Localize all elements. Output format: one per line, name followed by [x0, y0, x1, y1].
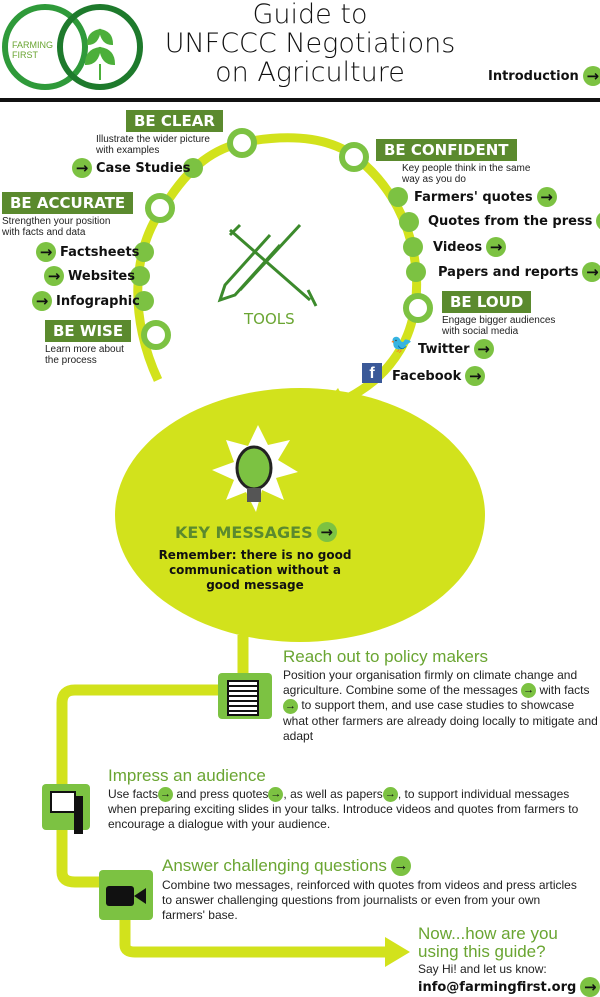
text: and press quotes: [176, 787, 269, 801]
link-label: Infographic: [56, 293, 140, 309]
link-label: Farmers' quotes: [414, 189, 533, 205]
be-wise-tag[interactable]: BE WISE: [45, 320, 132, 342]
case-studies-link[interactable]: →Case Studies: [72, 158, 191, 178]
be-wise-desc: Learn more about the process: [45, 344, 124, 366]
be-accurate-desc: Strengthen your position with facts and …: [2, 216, 111, 238]
arrow-right-icon: →: [582, 262, 600, 282]
text: Position your organisation firmly on cli…: [283, 668, 578, 697]
text: to support them, and use case studies to…: [283, 698, 598, 743]
link-label: Videos: [433, 239, 483, 255]
svg-text:FIRST: FIRST: [12, 50, 39, 60]
arrow-right-icon: →: [582, 66, 600, 86]
footer-question: Now...how are you using this guide?: [418, 924, 558, 961]
link-label: KEY MESSAGES: [175, 522, 313, 542]
email-link[interactable]: info@farmingfirst.org→: [418, 977, 600, 997]
press-quotes-arrow-link[interactable]: →: [268, 787, 284, 803]
text: , to support individual messages when pr…: [108, 787, 579, 832]
link-label: info@farmingfirst.org: [418, 979, 577, 995]
papers-arrow-link[interactable]: →: [382, 787, 398, 803]
facebook-icon: f: [362, 363, 382, 383]
say-hi-text: Say Hi! and let us know:: [418, 962, 547, 976]
twitter-icon: 🐦: [390, 334, 413, 354]
arrow-right-icon: →: [32, 291, 52, 311]
be-accurate-tag: BE ACCURATE: [2, 192, 134, 214]
lightbulb-icon: [212, 425, 298, 512]
press-quotes-link[interactable]: Quotes from the press→: [428, 211, 600, 231]
be-confident-tag: BE CONFIDENT: [376, 139, 517, 161]
section-title: Impress an audience: [108, 766, 266, 785]
videos-link[interactable]: Videos→: [433, 237, 507, 257]
arrow-right-icon: →: [44, 266, 64, 286]
arrow-right-icon: →: [316, 522, 337, 542]
arrow-right-icon: →: [473, 339, 494, 359]
link-label: Facebook: [392, 368, 462, 384]
link-label: Factsheets: [60, 244, 140, 260]
be-loud-tag: BE LOUD: [442, 291, 532, 313]
arrow-right-icon: →: [596, 211, 600, 231]
introduction-link[interactable]: Introduction→: [488, 66, 600, 86]
arrow-right-icon: →: [580, 977, 600, 997]
link-label: Introduction: [488, 68, 579, 84]
wrench-screwdriver-icon: [217, 223, 318, 307]
messages-arrow-link[interactable]: →: [521, 683, 537, 699]
divider: [0, 98, 600, 102]
text: Use facts: [108, 787, 159, 801]
link-label: Case Studies: [96, 160, 191, 176]
key-messages-text: Remember: there is no good communication…: [158, 548, 352, 592]
be-clear-desc: Illustrate the wider picture with exampl…: [96, 134, 210, 156]
page-title: Guide to UNFCCC Negotiations on Agricult…: [150, 0, 470, 87]
presenter-icon: [42, 784, 90, 834]
farmers-quotes-link[interactable]: Farmers' quotes→: [414, 187, 557, 207]
arrow-right-icon: →: [465, 366, 486, 386]
arc-rings: [141, 128, 433, 350]
section-body: Combine two messages, reinforced with qu…: [162, 878, 577, 922]
arrow-right-icon: →: [36, 242, 56, 262]
be-confident-desc: Key people think in the same way as you …: [402, 163, 531, 185]
facts-arrow-link[interactable]: →: [283, 698, 298, 714]
link-label: Papers and reports: [438, 264, 579, 280]
text: , as well as papers: [283, 787, 383, 801]
key-messages-link[interactable]: KEY MESSAGES→: [175, 522, 337, 542]
link-label: Twitter: [418, 341, 470, 357]
arrow-right-icon: →: [72, 158, 92, 178]
text: with facts: [539, 683, 590, 697]
websites-link[interactable]: →Websites: [44, 266, 135, 286]
farming-first-logo: FARMING FIRST: [2, 4, 143, 90]
svg-text:FARMING: FARMING: [12, 40, 53, 50]
documents-icon: [218, 673, 272, 719]
section-title: Answer challenging questions: [162, 856, 387, 875]
tools-label: TOOLS: [244, 310, 295, 328]
section-body: Position your organisation firmly on cli…: [283, 668, 598, 744]
factsheets-link[interactable]: →Factsheets: [36, 242, 139, 262]
be-clear-tag: BE CLEAR: [126, 110, 223, 132]
arc-dots: [130, 158, 426, 311]
be-loud-desc: Engage bigger audiences with social medi…: [442, 315, 556, 337]
section-body: Use facts→ and press quotes→, as well as…: [108, 787, 588, 832]
link-label: Quotes from the press: [428, 213, 593, 229]
facebook-link[interactable]: Facebook→: [392, 366, 486, 386]
link-label: Websites: [68, 268, 135, 284]
papers-reports-link[interactable]: Papers and reports→: [438, 262, 600, 282]
title-line: Guide to: [252, 0, 368, 30]
twitter-link[interactable]: Twitter→: [418, 339, 494, 359]
title-line: on Agriculture: [215, 57, 405, 88]
arrow-right-icon: →: [536, 187, 557, 207]
arrow-right-icon: →: [390, 856, 411, 876]
title-line: UNFCCC Negotiations: [164, 28, 456, 59]
section-title: Reach out to policy makers: [283, 647, 489, 666]
arrow-right-icon: →: [486, 237, 507, 257]
infographic-link[interactable]: →Infographic: [32, 291, 140, 311]
facts-arrow-link[interactable]: →: [158, 787, 174, 803]
video-camera-icon: [99, 870, 153, 920]
answer-questions-link[interactable]: Answer challenging questions→: [162, 856, 411, 876]
